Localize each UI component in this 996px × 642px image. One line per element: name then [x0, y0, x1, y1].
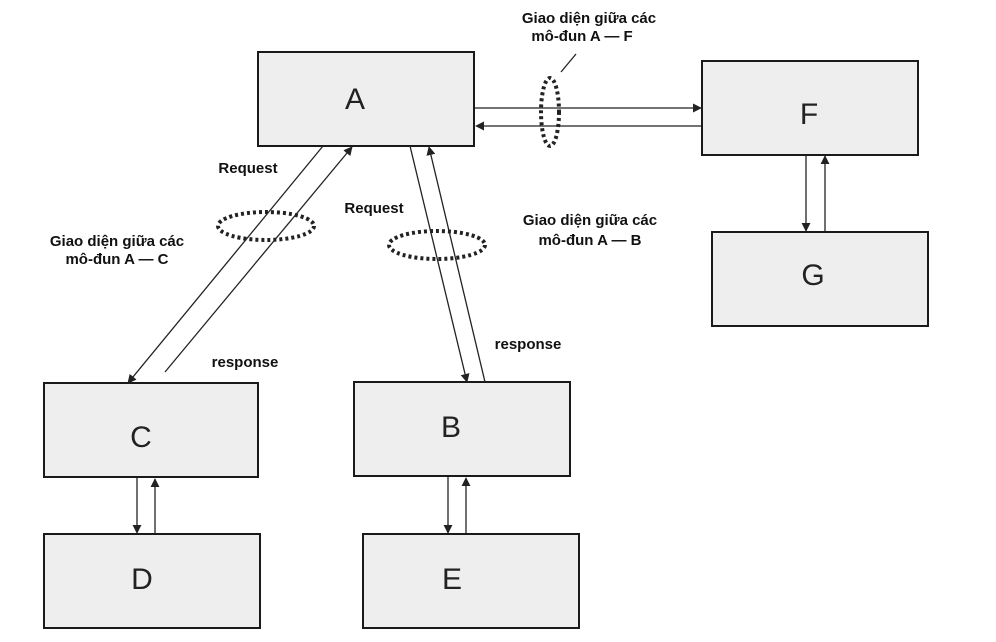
- module-f: F: [701, 60, 919, 156]
- module-c: C: [43, 382, 259, 478]
- interface-a-b-line1: Giao diện giữa các: [523, 212, 657, 229]
- arrow-a-to-c-request: [127, 145, 324, 384]
- module-e-label: E: [442, 563, 462, 596]
- interface-a-c-line2: mô-đun A — C: [65, 251, 168, 268]
- module-c-label: C: [130, 421, 152, 454]
- interface-ellipse-a-f: [539, 76, 561, 148]
- response-label-a-b: response: [495, 336, 562, 353]
- annotation-interface-a-c: Giao diện giữa các mô-đun A — C: [50, 233, 184, 268]
- arrow-c-to-a-response: [164, 146, 353, 373]
- module-d-label: D: [131, 563, 153, 596]
- module-b: B: [353, 381, 571, 477]
- module-a-label: A: [345, 83, 365, 116]
- module-g: G: [711, 231, 929, 327]
- request-label-a-c: Request: [218, 160, 277, 177]
- annotation-interface-a-f: Giao diện giữa các mô-đun A — F: [522, 10, 656, 45]
- module-d: D: [43, 533, 261, 629]
- response-label-a-c: response: [212, 354, 279, 371]
- pointer-line-a-f: [560, 53, 577, 73]
- interface-ellipse-a-c: [216, 210, 316, 242]
- annotation-interface-a-b: Giao diện giữa các mô-đun A — B: [523, 212, 657, 249]
- module-g-label: G: [801, 259, 824, 292]
- arrow-a-to-b-request: [409, 145, 470, 383]
- request-label-a-b: Request: [344, 200, 403, 217]
- interface-a-b-line2: mô-đun A — B: [538, 232, 641, 249]
- interface-a-f-line2: mô-đun A — F: [531, 28, 632, 45]
- interface-a-c-line1: Giao diện giữa các: [50, 233, 184, 250]
- module-f-label: F: [800, 98, 818, 131]
- arrow-b-to-a-response: [426, 146, 486, 383]
- interface-a-f-line1: Giao diện giữa các: [522, 10, 656, 27]
- module-e: E: [362, 533, 580, 629]
- module-b-label: B: [441, 411, 461, 444]
- module-a: A: [257, 51, 475, 147]
- interface-ellipse-a-b: [387, 229, 487, 261]
